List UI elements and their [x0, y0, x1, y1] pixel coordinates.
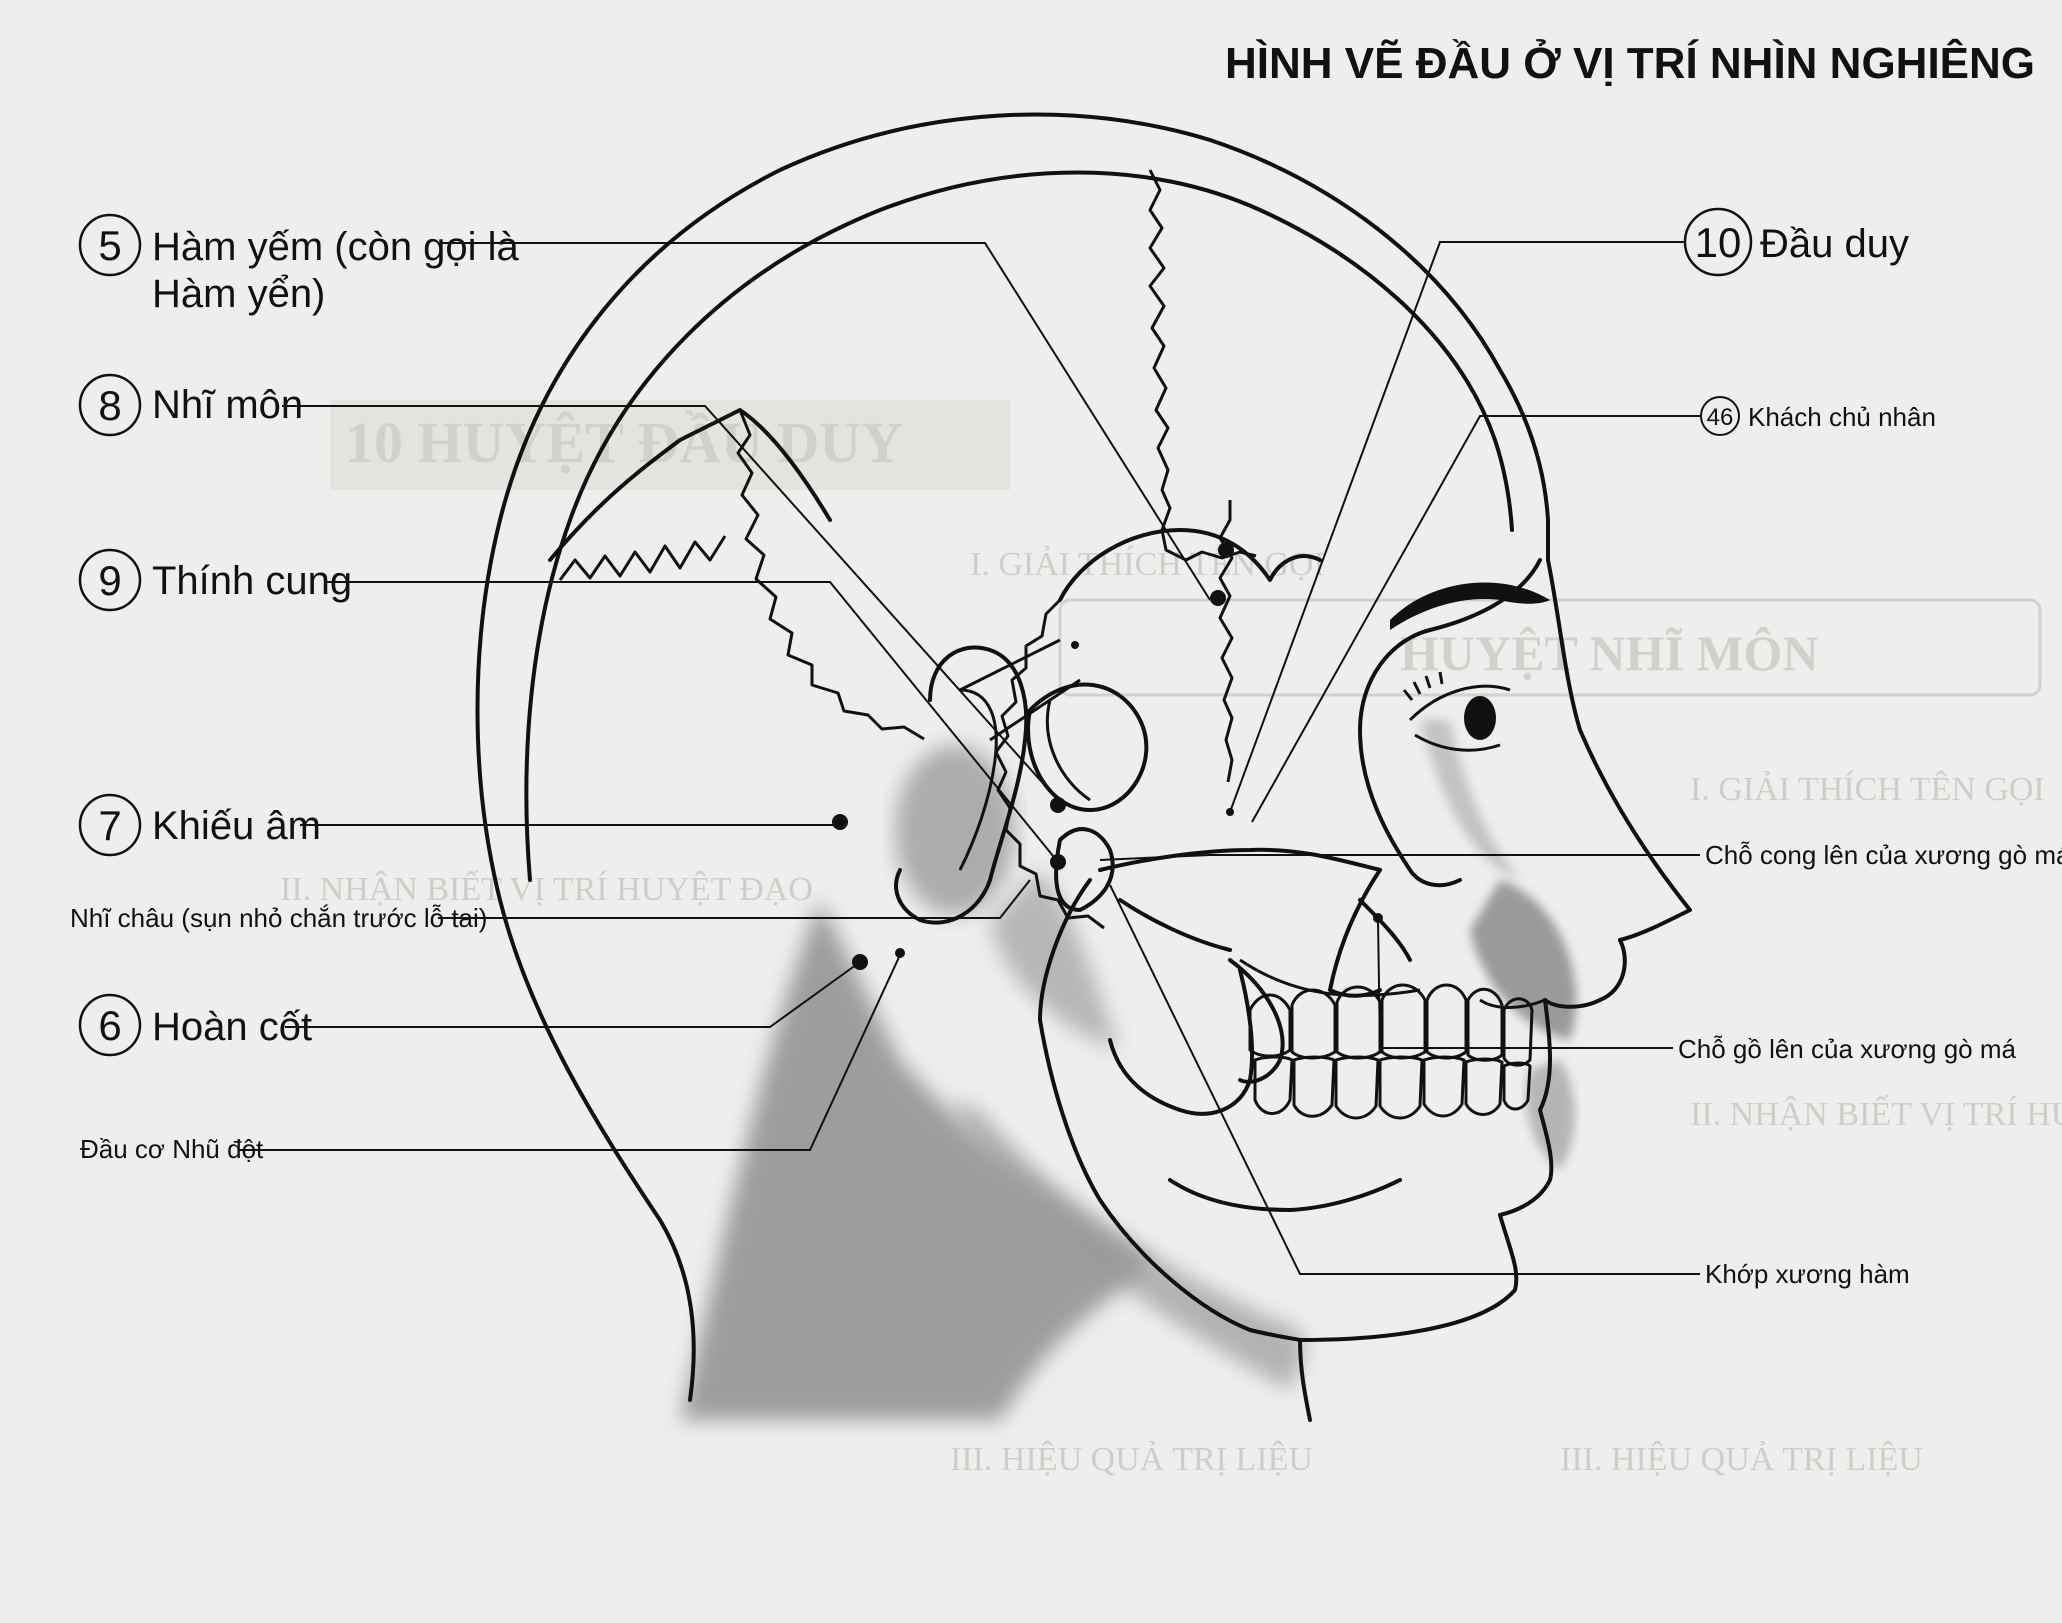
bg-section-right-2: II. NHẬN BIẾT VỊ TRÍ HUYỆT ĐẠO	[1690, 1095, 2062, 1133]
bg-heading-right: HUYỆT NHĨ MÔN	[1400, 625, 1819, 681]
leader-line	[238, 954, 901, 1151]
label-dau-co-nhu-dot: Đầu cơ Nhũ đột	[80, 954, 901, 1164]
point-hoan-cot	[852, 954, 868, 970]
point-khach-chu-nhan	[1226, 808, 1234, 816]
point-cho-go-len	[1373, 913, 1383, 923]
label-number: 10	[1695, 219, 1742, 266]
leader-line	[1229, 241, 1684, 813]
label-cho-go-len: Chỗ gồ lên của xương gò má	[1377, 919, 2017, 1064]
label-number: 46	[1707, 404, 1734, 431]
label-nhi-mon: 8 Nhĩ môn	[78, 373, 1059, 801]
acupoints	[832, 542, 1383, 970]
background-page-text: 10 HUYỆT ĐẦU DUY I. GIẢI THÍCH TÊN GỌI I…	[280, 400, 2062, 1478]
label-text: Đầu cơ Nhũ đột	[80, 1134, 264, 1164]
point-nhi-mon	[1050, 797, 1066, 813]
leader-line	[1109, 884, 1700, 1275]
label-number: 5	[98, 222, 121, 269]
label-cho-cong-len: Chỗ cong lên của xương gò má	[1099, 840, 2062, 870]
bg-section-right-1: I. GIẢI THÍCH TÊN GỌI	[1690, 771, 2045, 808]
bg-section-left-2: II. NHẬN BIẾT VỊ TRÍ HUYỆT ĐẠO	[280, 870, 813, 908]
label-number: 8	[98, 382, 121, 429]
leader-line	[285, 961, 861, 1028]
label-thinh-cung: 9 Thính cung	[78, 548, 1059, 863]
number-circle	[78, 793, 142, 857]
neck-shading	[680, 720, 1577, 1420]
eye-pupil	[1464, 696, 1496, 740]
ear	[894, 638, 1081, 925]
eyebrow	[1390, 582, 1550, 630]
point-khieu-am	[832, 814, 848, 830]
leader-line	[1251, 415, 1700, 823]
skull-detail	[548, 169, 1542, 1342]
label-text: Nhĩ châu (sụn nhỏ chắn trước lỗ tai)	[70, 903, 487, 933]
head-outline	[475, 112, 1692, 1422]
bg-heading-box-left	[330, 400, 1010, 490]
label-number: 9	[98, 557, 121, 604]
label-text: Khách chủ nhân	[1748, 402, 1936, 432]
label-text: Nhĩ môn	[152, 383, 303, 427]
leader-line	[1099, 854, 1700, 861]
label-hoan-cot: 6 Hoàn cốt	[78, 961, 861, 1057]
label-ham-yem: 5 Hàm yếm (còn gọi là Hàm yển)	[78, 213, 1211, 601]
label-dau-duy: 10 Đầu duy	[1229, 207, 1909, 813]
point-temple	[1071, 641, 1079, 649]
label-text-line1: Hàm yếm (còn gọi là	[152, 225, 520, 269]
label-khop-xuong-ham: Khớp xương hàm	[1109, 884, 1910, 1289]
label-text: Khớp xương hàm	[1705, 1259, 1910, 1289]
label-text: Chỗ cong lên của xương gò má	[1705, 840, 2062, 870]
bg-section-right-3: III. HIỆU QUẢ TRỊ LIỆU	[1560, 1441, 1923, 1478]
point-ham-yem	[1210, 590, 1226, 606]
label-number: 6	[98, 1002, 121, 1049]
leader-line	[325, 581, 1059, 863]
bg-heading-left: 10 HUYỆT ĐẦU DUY	[345, 410, 903, 475]
label-text: Thính cung	[152, 559, 352, 603]
label-nhi-chau: Nhĩ châu (sụn nhỏ chắn trước lỗ tai)	[70, 879, 1031, 933]
label-text-line2: Hàm yển)	[152, 272, 325, 316]
number-circle	[78, 993, 142, 1057]
leader-line	[440, 242, 1211, 601]
page-title: HÌNH VẼ ĐẦU Ở VỊ TRÍ NHÌN NGHIÊNG	[1225, 37, 2035, 88]
number-circle	[1683, 207, 1753, 277]
point-dau-co-nhu-dot	[895, 948, 905, 958]
leader-line	[282, 405, 1059, 801]
eye-and-eyebrow	[1390, 582, 1550, 752]
point-thinh-cung	[1050, 854, 1066, 870]
leader-line	[1377, 919, 1673, 1049]
point-dau-duy	[1218, 542, 1234, 558]
number-circle	[78, 548, 142, 612]
label-text: Đầu duy	[1760, 222, 1909, 266]
label-khach-chu-nhan: 46 Khách chủ nhân	[1251, 396, 1936, 823]
label-number: 7	[98, 802, 121, 849]
leader-line	[438, 879, 1031, 919]
bg-section-left-3: III. HIỆU QUẢ TRỊ LIỆU	[950, 1441, 1313, 1478]
label-text: Khiếu âm	[152, 804, 321, 848]
label-text: Chỗ gồ lên của xương gò má	[1678, 1034, 2017, 1064]
number-circle	[78, 213, 142, 277]
label-khieu-am: 7 Khiếu âm	[78, 793, 838, 857]
number-circle	[1700, 396, 1740, 436]
number-circle	[78, 373, 142, 437]
